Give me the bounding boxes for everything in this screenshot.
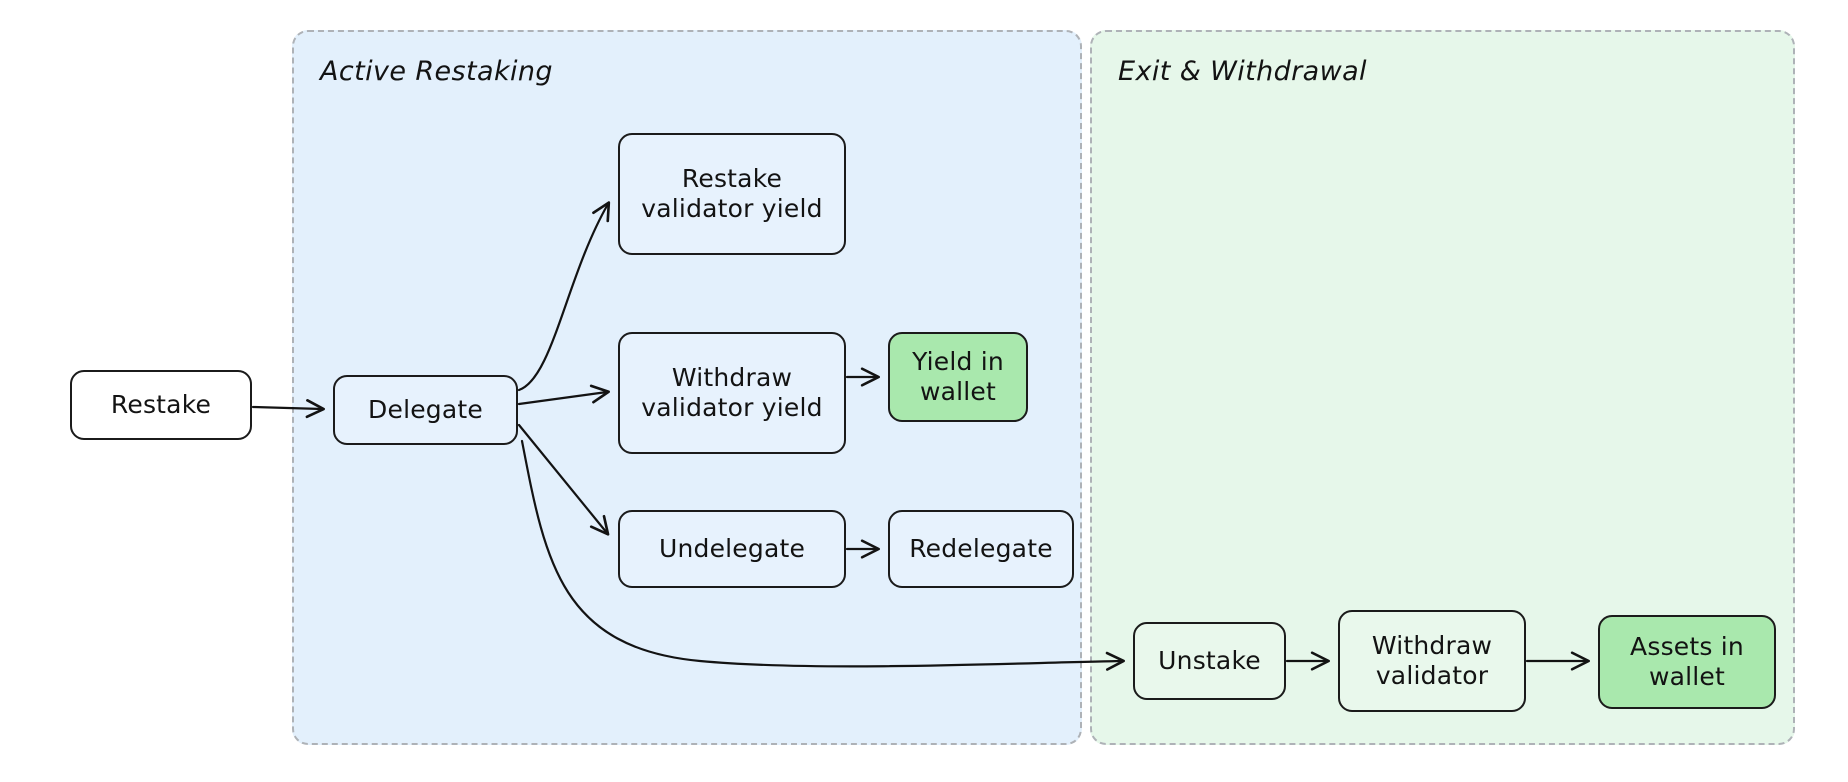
node-withdraw-validator-yield[interactable]: Withdraw validator yield xyxy=(618,332,846,454)
node-unstake[interactable]: Unstake xyxy=(1133,622,1286,700)
cluster-label-active-restaking: Active Restaking xyxy=(320,56,553,87)
node-redelegate-label: Redelegate xyxy=(909,533,1053,563)
node-assets-in-wallet-label: Assets in wallet xyxy=(1630,631,1744,692)
node-restake-label: Restake xyxy=(110,389,212,419)
node-restake-validator-yield[interactable]: Restake validator yield xyxy=(618,133,846,255)
edge-delegate-to-unstake xyxy=(520,439,1125,671)
node-redelegate[interactable]: Redelegate xyxy=(888,510,1074,588)
node-undelegate-label: Undelegate xyxy=(658,533,806,563)
node-withdraw-validator-yield-label: Withdraw validator yield xyxy=(641,362,823,423)
node-yield-in-wallet-label: Yield in wallet xyxy=(912,346,1004,407)
edge-delegate-to-withdraw-yield xyxy=(517,384,610,406)
cluster-label-exit-withdrawal: Exit & Withdrawal xyxy=(1118,56,1367,87)
node-delegate-label: Delegate xyxy=(368,394,483,424)
edge-delegate-to-undelegate xyxy=(517,423,610,536)
node-withdraw-validator[interactable]: Withdraw validator xyxy=(1338,610,1526,712)
node-delegate[interactable]: Delegate xyxy=(333,375,518,445)
node-undelegate[interactable]: Undelegate xyxy=(618,510,846,588)
node-restake[interactable]: Restake xyxy=(70,370,252,440)
node-yield-in-wallet[interactable]: Yield in wallet xyxy=(888,332,1028,422)
node-withdraw-validator-label: Withdraw validator xyxy=(1371,630,1493,691)
node-unstake-label: Unstake xyxy=(1158,645,1261,675)
edge-delegate-to-restake-yield xyxy=(517,201,611,392)
edge-restake-to-delegate xyxy=(251,399,325,419)
node-assets-in-wallet[interactable]: Assets in wallet xyxy=(1598,615,1776,709)
node-restake-validator-yield-label: Restake validator yield xyxy=(641,163,823,224)
